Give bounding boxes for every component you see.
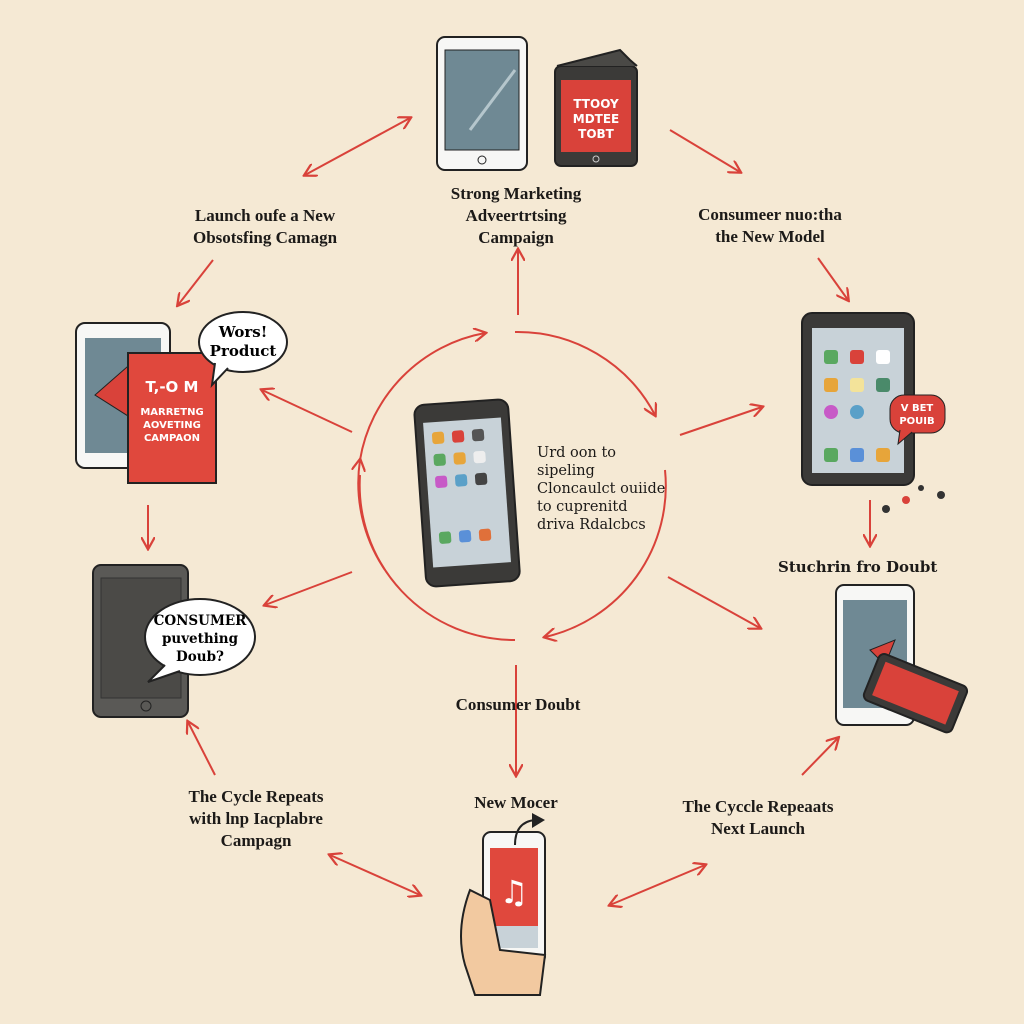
label-new-model: New Mocer bbox=[474, 793, 558, 812]
svg-text:MARRETNG: MARRETNG bbox=[140, 407, 203, 418]
arrow bbox=[178, 259, 214, 305]
screen-text: TTOOY bbox=[573, 97, 619, 111]
arrow bbox=[305, 118, 410, 175]
arrow bbox=[610, 865, 705, 905]
cycle-arc bbox=[545, 469, 667, 637]
arrow bbox=[265, 571, 353, 605]
arrow bbox=[188, 722, 216, 776]
arrow bbox=[330, 855, 420, 895]
arrow bbox=[669, 129, 740, 172]
arrow bbox=[817, 257, 848, 300]
broken-phone-icon bbox=[835, 584, 969, 734]
cycle-arc bbox=[358, 460, 386, 571]
label-stuchrin-doubt: Stuchrin fro Doubt bbox=[778, 558, 938, 576]
arrow bbox=[679, 407, 762, 436]
speech-bubble-text: Wors! bbox=[218, 323, 268, 341]
cycle-arc bbox=[359, 333, 485, 461]
svg-text:CAMPAON: CAMPAON bbox=[144, 433, 200, 444]
arrow bbox=[801, 738, 838, 776]
phone-and-campaign-book: T,-O M MARRETNG AOVETING CAMPAON Wors! P… bbox=[75, 311, 288, 484]
speech-bubble-text: Doub? bbox=[176, 649, 224, 665]
svg-text:V BET: V BET bbox=[901, 403, 934, 414]
arrows bbox=[148, 118, 870, 905]
label-consumer-doubt: Consumer Doubt bbox=[455, 695, 581, 714]
speech-bubble-text: puvething bbox=[162, 631, 239, 647]
arrow bbox=[262, 390, 353, 433]
cycle-arc bbox=[514, 330, 655, 415]
screen-text: MDTEE bbox=[573, 112, 619, 126]
book-title: T,-O M bbox=[146, 378, 199, 396]
hand-holding-phone-icon: ♫ bbox=[460, 813, 547, 996]
speech-bubble-text: CONSUMER bbox=[154, 613, 248, 629]
screen-text: TOBT bbox=[578, 127, 615, 141]
speech-bubble-text: Product bbox=[210, 342, 277, 360]
cycle-arc bbox=[358, 474, 516, 642]
svg-text:AOVETING: AOVETING bbox=[143, 420, 201, 431]
right-smartphone-icon: V BET POUIB bbox=[801, 312, 946, 513]
ad-tablet-icon: TTOOY MDTEE TOBT bbox=[554, 48, 638, 167]
tablet-icon: CONSUMER puvething Doub? bbox=[92, 564, 256, 718]
svg-text:POUIB: POUIB bbox=[899, 416, 934, 427]
arrow bbox=[667, 576, 760, 628]
music-note-icon: ♫ bbox=[500, 873, 529, 911]
smartphone-icon bbox=[436, 36, 528, 171]
center-smartphone-icon bbox=[413, 398, 521, 588]
